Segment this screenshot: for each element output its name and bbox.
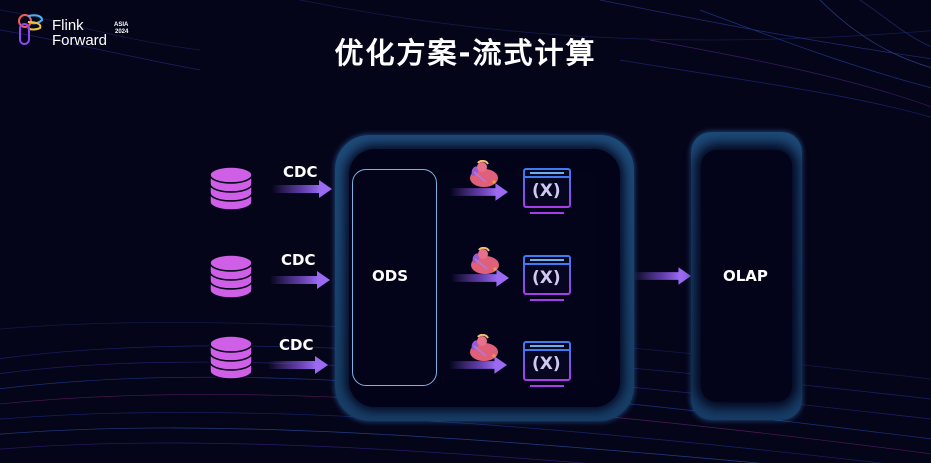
logo-line2: Forward <box>52 32 108 49</box>
flink-forward-logo: Flink Forward ASIA 2024 <box>16 10 136 48</box>
arrow-icon <box>272 180 332 198</box>
logo-line1: Flink <box>52 17 84 34</box>
olap-container <box>691 132 802 420</box>
database-icon <box>208 253 254 303</box>
logo-badge-line2: 2024 <box>114 29 129 35</box>
arrow-icon <box>633 267 691 285</box>
arrow-icon <box>451 269 509 287</box>
logo-badge: ASIA 2024 <box>114 22 128 36</box>
arrow-icon <box>450 183 508 201</box>
database-icon <box>208 165 254 215</box>
arrow-icon <box>268 356 328 374</box>
function-symbol: (X) <box>532 354 561 374</box>
flink-forward-logo-icon <box>18 14 44 45</box>
cdc-label: CDC <box>279 336 314 354</box>
logo-badge-line1: ASIA <box>114 22 129 28</box>
arrow-icon <box>270 271 330 289</box>
arrow-icon <box>449 356 507 374</box>
ods-label: ODS <box>372 267 409 285</box>
logo-wordmark: Flink Forward <box>52 18 107 48</box>
cdc-label: CDC <box>283 163 318 181</box>
olap-label: OLAP <box>723 267 768 285</box>
page-title: 优化方案-流式计算 <box>334 36 597 70</box>
ods-box <box>352 169 437 386</box>
database-icon <box>208 334 254 384</box>
function-symbol: (X) <box>532 181 561 201</box>
function-symbol: (X) <box>532 268 561 288</box>
cdc-label: CDC <box>281 251 316 269</box>
